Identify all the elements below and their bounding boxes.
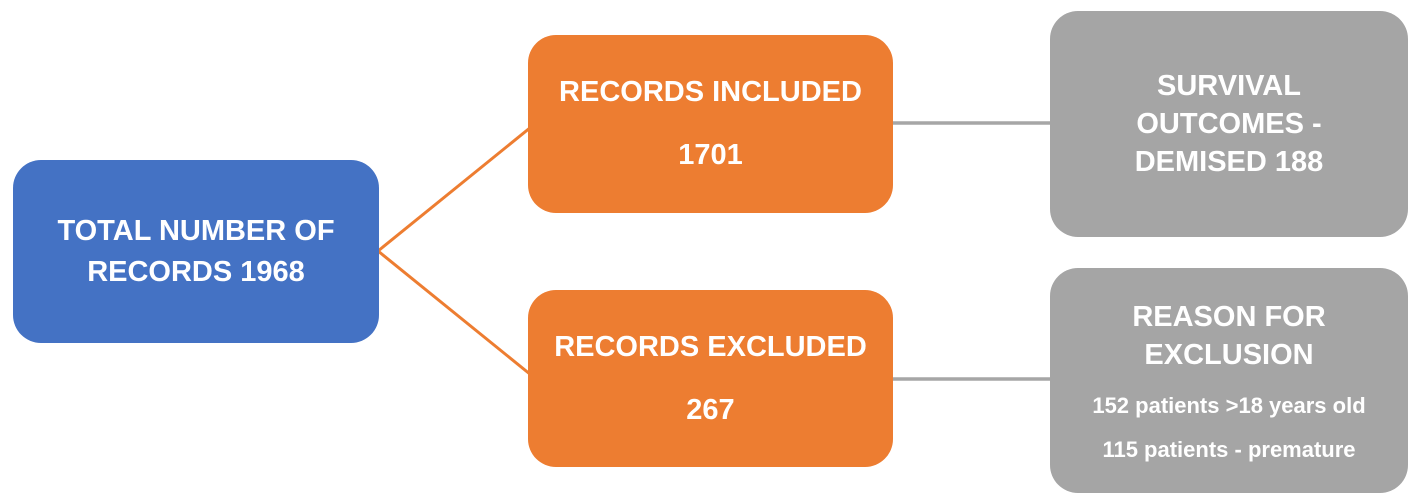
exclusion-detail-over-18: 152 patients >18 years old [1092, 393, 1366, 419]
total-records-line-1: TOTAL NUMBER OF [57, 215, 335, 248]
box-records-excluded: RECORDS EXCLUDED 267 [528, 290, 893, 467]
reason-for-exclusion-heading-line-2: EXCLUSION [1144, 339, 1314, 371]
reason-for-exclusion-heading-line-1: REASON FOR [1132, 300, 1326, 333]
exclusion-detail-premature: 115 patients - premature [1102, 436, 1356, 462]
box-survival-outcomes: SURVIVAL OUTCOMES - DEMISED 188 [1050, 11, 1408, 237]
box-records-included: RECORDS INCLUDED 1701 [528, 35, 893, 213]
connector-root-to-included [377, 121, 537, 253]
box-total-records: TOTAL NUMBER OF RECORDS 1968 [13, 160, 379, 343]
records-excluded-title: RECORDS EXCLUDED [554, 330, 867, 363]
survival-outcomes-line-2: OUTCOMES - [1136, 107, 1322, 140]
records-included-value: 1701 [678, 139, 743, 171]
records-excluded-value: 267 [686, 393, 735, 426]
total-records-line-2: RECORDS 1968 [87, 255, 305, 288]
records-included-title: RECORDS INCLUDED [559, 76, 862, 109]
connector-root-to-excluded [377, 249, 537, 381]
survival-outcomes-line-1: SURVIVAL [1157, 69, 1301, 102]
box-reason-for-exclusion: REASON FOR EXCLUSION 152 patients >18 ye… [1050, 268, 1408, 493]
survival-outcomes-line-3: DEMISED 188 [1134, 146, 1324, 179]
